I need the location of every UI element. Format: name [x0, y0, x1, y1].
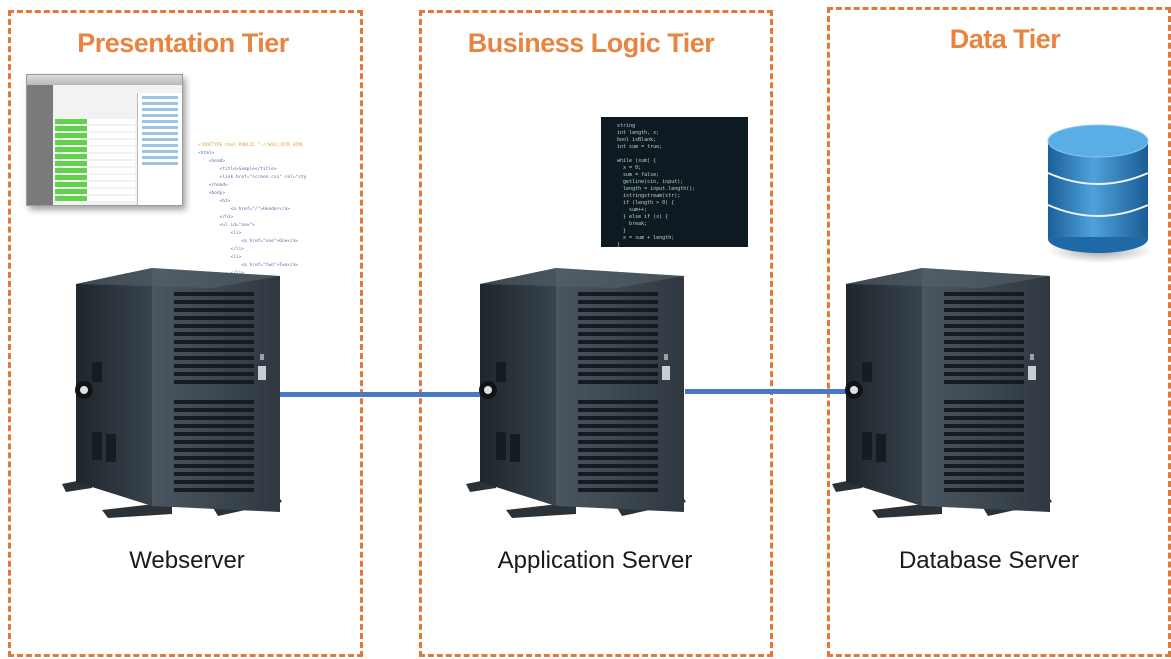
- database-icon: [1045, 117, 1151, 267]
- source-code-icon: string int length, x; bool isBlank; int …: [601, 117, 748, 247]
- data-tier-box: [827, 7, 1171, 657]
- application-server-label: Application Server: [497, 547, 693, 574]
- business-logic-tier-box: [419, 10, 773, 657]
- business-logic-tier-title: Business Logic Tier: [467, 28, 715, 58]
- web-to-app-connector: [278, 392, 493, 397]
- data-tier-title: Data Tier: [949, 24, 1061, 54]
- browser-screenshot-icon: [26, 74, 183, 206]
- webserver-tower-icon: [62, 262, 302, 522]
- database-server-label: Database Server: [898, 547, 1080, 574]
- app-to-db-connector: [685, 389, 855, 394]
- presentation-tier-title: Presentation Tier: [77, 28, 289, 58]
- webserver-label: Webserver: [129, 547, 245, 574]
- database-server-tower-icon: [832, 262, 1072, 522]
- application-server-tower-icon: [466, 262, 706, 522]
- presentation-tier-box: [8, 10, 363, 657]
- html-code-icon: <!DOCTYPE html PUBLIC "-//W3C//DTD HTML …: [198, 143, 307, 276]
